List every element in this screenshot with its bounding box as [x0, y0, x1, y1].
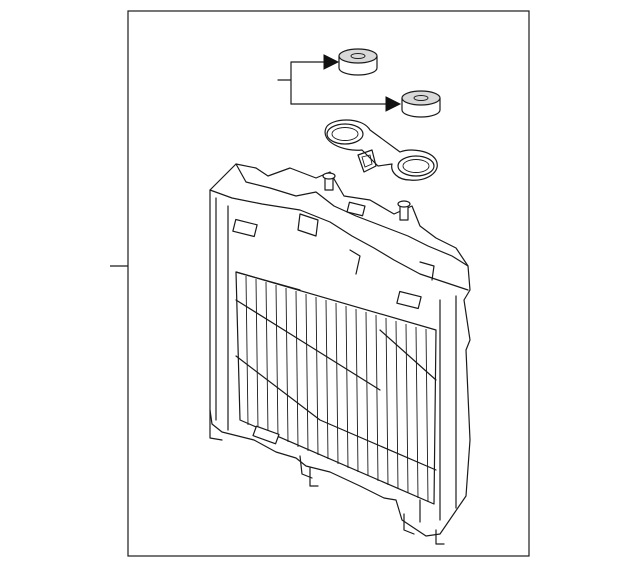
cushion-leader — [277, 54, 402, 112]
radiator — [209, 163, 471, 545]
mounting-bracket — [324, 119, 438, 181]
mount-pin-right — [397, 200, 411, 221]
arrow-head-lower — [385, 96, 402, 112]
arrow-head-upper — [323, 54, 340, 70]
radiator-core-fins — [245, 275, 429, 503]
diagram-frame — [127, 10, 530, 557]
mount-pin-left — [322, 172, 336, 191]
upper-mount-cushion-1 — [338, 48, 378, 76]
upper-mount-cushion-2 — [401, 90, 441, 118]
